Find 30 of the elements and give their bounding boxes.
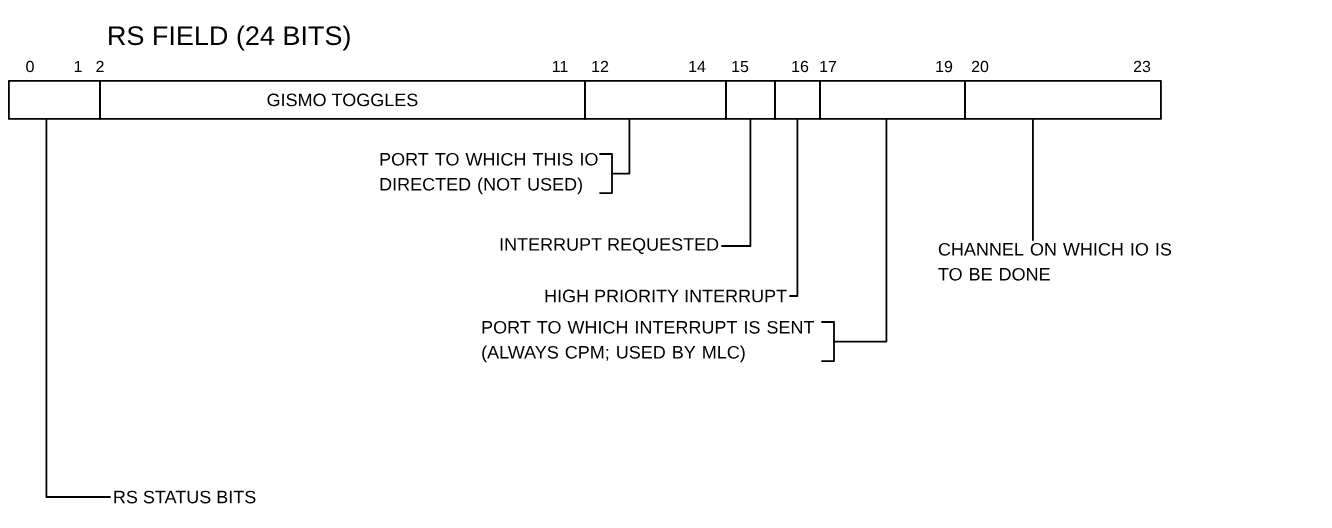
description-text: HIGH PRIORITY INTERRUPT	[545, 289, 787, 303]
bit-number: 11	[552, 61, 568, 72]
bit-number: 15	[732, 61, 749, 73]
description-text: INTERRUPT REQUESTED	[500, 238, 719, 254]
bit-number: 12	[592, 60, 609, 72]
field-cell	[964, 80, 1162, 120]
leader-line	[45, 118, 111, 498]
leader-line	[721, 118, 752, 247]
bit-number: 14	[689, 61, 706, 72]
field-cell	[725, 80, 776, 120]
title: RS FIELD (24 BITS)	[109, 25, 350, 51]
field-cell	[8, 80, 101, 120]
leader-line	[611, 118, 631, 175]
field-cell: GISMO TOGGLES	[99, 80, 586, 120]
bit-number: 1	[74, 61, 82, 72]
bit-number: 19	[936, 60, 953, 73]
leader-line	[833, 118, 888, 343]
field-cell	[584, 80, 727, 120]
description-text: PORT TO WHICH INTERRUPT IS SENT (ALWAYS CPM; USED BY MLC)	[482, 320, 815, 363]
bit-number: 16	[792, 60, 809, 73]
field-cell	[819, 80, 966, 120]
bit-number: 17	[820, 61, 837, 72]
field-cell	[774, 80, 821, 120]
description-text: PORT TO WHICH THIS IO DIRECTED (NOT USED)	[380, 152, 598, 195]
description-text: CHANNEL ON WHICH IO IS TO BE DONE	[938, 242, 1172, 281]
leader-line	[789, 118, 799, 297]
bit-number: 20	[971, 60, 989, 73]
leader-line	[1032, 118, 1034, 241]
bit-number: 2	[96, 60, 104, 72]
description-text: RS STATUS BITS	[114, 490, 256, 504]
